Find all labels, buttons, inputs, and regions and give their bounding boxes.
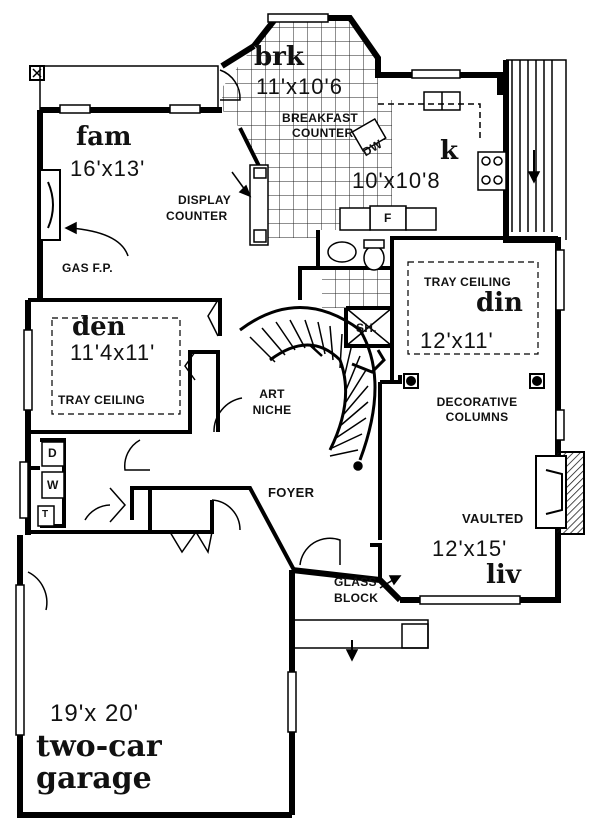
din-name: din	[476, 288, 523, 318]
tray-ceiling-den-label: TRAY CEILING	[58, 393, 145, 407]
dryer-label: D	[48, 446, 57, 460]
glass-block-label-1: GLASS	[334, 575, 377, 589]
display-counter-label-1: DISPLAY	[178, 193, 232, 207]
din-size: 12'x11'	[420, 328, 494, 353]
decorative-columns-label-1: DECORATIVE	[436, 395, 518, 409]
k-name: k	[440, 136, 459, 166]
display-counter-label-2: COUNTER	[166, 209, 228, 223]
interior-walls	[28, 127, 558, 580]
den-name: den	[72, 312, 126, 342]
windows	[15, 13, 565, 736]
garage-name-line2: garage	[36, 761, 152, 796]
den-size: 11'4x11'	[70, 340, 156, 365]
decorative-columns	[403, 373, 545, 389]
washer-label: W	[47, 478, 59, 492]
tray-ceiling-outlines	[51, 261, 539, 415]
k-size: 10'x10'8	[352, 168, 441, 193]
art-niche-label-2: NICHE	[252, 403, 292, 417]
brk-name: brk	[254, 42, 304, 72]
glass-block-label-2: BLOCK	[334, 591, 379, 605]
fireplaces	[39, 169, 585, 535]
bath-fixtures	[327, 239, 393, 347]
tray-ceiling-din-label: TRAY CEILING	[424, 275, 511, 289]
garage-name-line1: two-car	[36, 729, 162, 764]
rear-patio	[29, 59, 567, 662]
kitchen-fixtures	[249, 91, 507, 246]
vaulted-label: VAULTED	[462, 511, 524, 526]
tub-label: T	[42, 509, 49, 520]
garage-size: 19'x 20'	[50, 700, 140, 727]
leaders	[64, 171, 402, 589]
brk-size: 11'x10'6	[256, 74, 343, 99]
door-swings	[27, 69, 341, 611]
f-label: F	[384, 211, 392, 225]
fam-size: 16'x13'	[70, 156, 146, 181]
sh-label: SH.	[356, 321, 377, 335]
breakfast-counter-label-1: BREAKFAST	[282, 111, 359, 125]
liv-name: liv	[486, 560, 521, 590]
curved-staircase	[239, 306, 386, 471]
decorative-columns-label-2: COLUMNS	[445, 410, 509, 424]
foyer-label: FOYER	[268, 485, 315, 500]
laundry-appliances	[37, 441, 65, 527]
liv-size: 12'x15'	[432, 536, 508, 561]
fam-name: fam	[76, 122, 132, 152]
art-niche-label-1: ART	[259, 387, 285, 401]
breakfast-counter-label-2: COUNTER	[292, 126, 354, 140]
gas-fp-label: GAS F.P.	[62, 261, 113, 275]
